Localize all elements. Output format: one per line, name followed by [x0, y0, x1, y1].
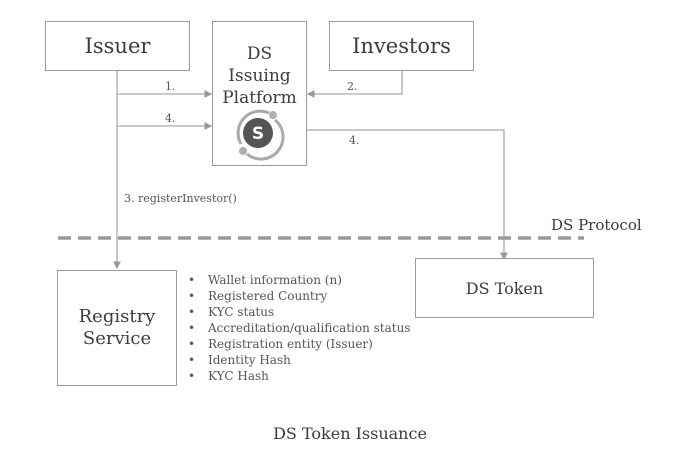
registry-label-line1: Registry	[78, 306, 156, 327]
step3-label: 3. registerInvestor()	[124, 192, 237, 205]
investors-node: Investors	[329, 21, 474, 71]
step1-label: 1.	[165, 80, 176, 93]
registry-label-line2: Service	[82, 328, 152, 349]
list-item: Registration entity (Issuer)	[188, 336, 411, 352]
list-item: KYC Hash	[188, 368, 411, 384]
ds-issuing-platform-node: DS Issuing Platform	[212, 21, 307, 166]
registry-service-node: Registry Service	[57, 270, 177, 386]
list-item: Wallet information (n)	[188, 272, 411, 288]
logo-letter: S	[252, 124, 264, 144]
list-item: Registered Country	[188, 288, 411, 304]
arrow-step4-token	[284, 129, 508, 261]
securitize-logo-icon: S	[236, 109, 285, 161]
platform-label-line1: DS	[246, 44, 273, 64]
list-item: Identity Hash	[188, 352, 411, 368]
step4-token-label: 4.	[349, 134, 360, 147]
registry-attributes-list: Wallet information (n) Registered Countr…	[188, 272, 411, 384]
issuer-label: Issuer	[84, 34, 151, 58]
ds-token-label: DS Token	[465, 278, 544, 298]
platform-label-line2: Issuing	[228, 66, 291, 86]
ds-protocol-label: DS Protocol	[551, 216, 642, 234]
step4-issuer-label: 4.	[165, 112, 176, 125]
list-item: Accreditation/qualification status	[188, 320, 411, 336]
platform-label-line3: Platform	[222, 88, 297, 108]
investors-label: Investors	[352, 34, 451, 58]
figure-caption: DS Token Issuance	[273, 424, 427, 443]
step2-label: 2.	[347, 80, 358, 93]
issuer-node: Issuer	[45, 21, 190, 71]
ds-token-node: DS Token	[415, 258, 594, 318]
arrow-step2	[306, 70, 403, 98]
list-item: KYC status	[188, 304, 411, 320]
